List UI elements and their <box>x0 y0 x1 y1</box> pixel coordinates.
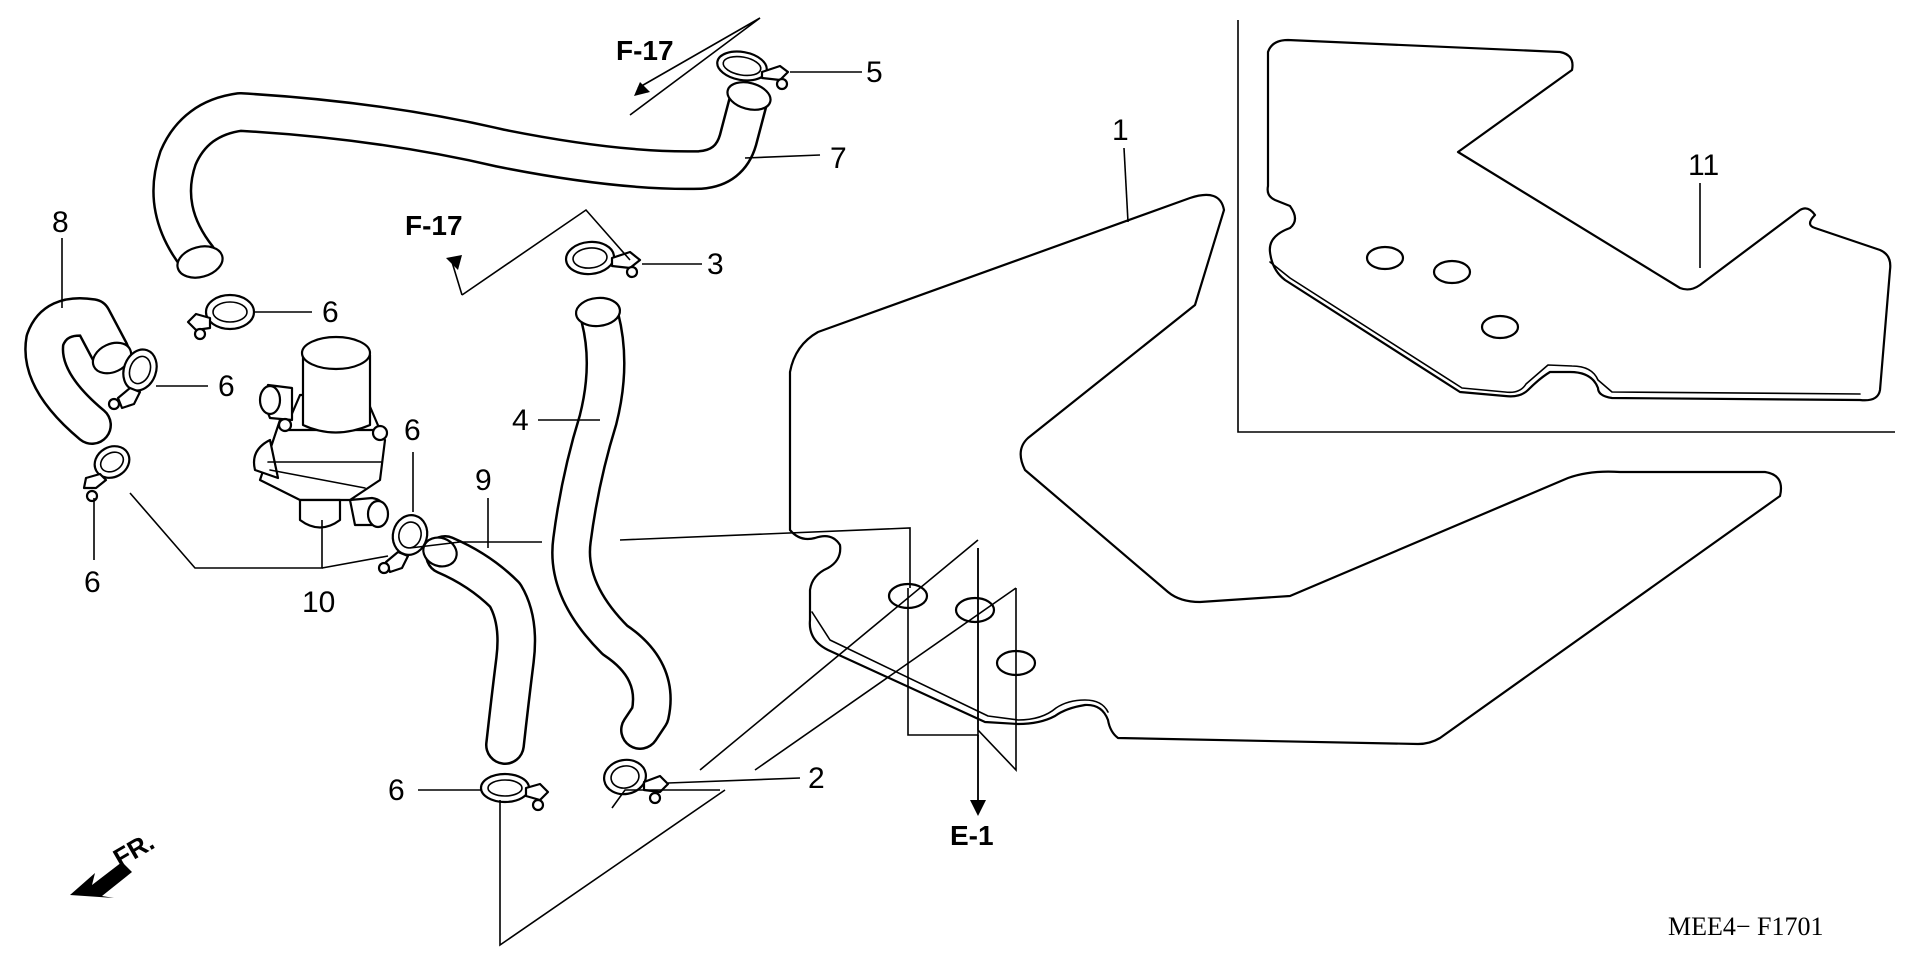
hose-end <box>176 245 224 279</box>
plate-hole <box>954 596 996 624</box>
front-arrow: FR. <box>70 826 159 898</box>
hose-end <box>726 81 772 111</box>
callout-3: 3 <box>707 248 724 281</box>
callout-6b: 6 <box>218 370 235 403</box>
insulator-plate-1: 1 <box>788 114 1783 746</box>
callout-7: 7 <box>830 142 847 175</box>
callout-1: 1 <box>1112 114 1129 147</box>
hose-end <box>574 296 622 328</box>
clamp-5: 5 <box>716 50 883 91</box>
f17-arrow-lower <box>446 255 463 296</box>
clamp-3: 3 <box>564 240 724 281</box>
clamp-6a: 6 <box>186 293 339 341</box>
callout-4: 4 <box>512 404 529 437</box>
air-valve-10: 10 <box>129 335 390 619</box>
plate-hole <box>1480 314 1520 340</box>
figure-code: MEE4− F1701 <box>1668 912 1824 941</box>
e1-arrow <box>970 735 986 816</box>
reference-f17-lower: F-17 <box>405 210 463 241</box>
insulator-plate-11: 11 <box>1266 38 1892 402</box>
callout-9: 9 <box>475 464 492 497</box>
hose-9: 9 <box>422 464 537 765</box>
inset-frame <box>1237 20 1895 433</box>
clamp-6c: 6 <box>82 445 131 599</box>
callout-2: 2 <box>808 762 825 795</box>
clamp-2: 2 <box>603 758 825 805</box>
callout-11: 11 <box>1688 149 1719 182</box>
reference-lines <box>409 17 1017 947</box>
clamp-6e: 6 <box>388 772 550 812</box>
clamp-6b: 6 <box>107 348 235 411</box>
callout-6c: 6 <box>84 566 101 599</box>
callout-6a: 6 <box>322 296 339 329</box>
clamp-6d: 6 <box>377 414 429 575</box>
hose-8: 8 <box>24 206 133 445</box>
callout-6e: 6 <box>388 774 405 807</box>
hose-7: 7 <box>152 81 847 279</box>
reference-e1: E-1 <box>950 820 994 851</box>
hose-4: 4 <box>512 296 672 750</box>
callout-6d: 6 <box>404 414 421 447</box>
f17-arrow-upper <box>634 82 650 96</box>
front-arrow-icon <box>70 862 132 898</box>
callout-10: 10 <box>302 586 335 619</box>
callout-5: 5 <box>866 56 883 89</box>
hose-end <box>91 341 133 375</box>
reference-f17-upper: F-17 <box>616 35 674 66</box>
plate-hole <box>1365 245 1405 271</box>
front-label: FR. <box>108 826 159 873</box>
callout-8: 8 <box>52 206 69 239</box>
plate-hole <box>1432 259 1472 285</box>
